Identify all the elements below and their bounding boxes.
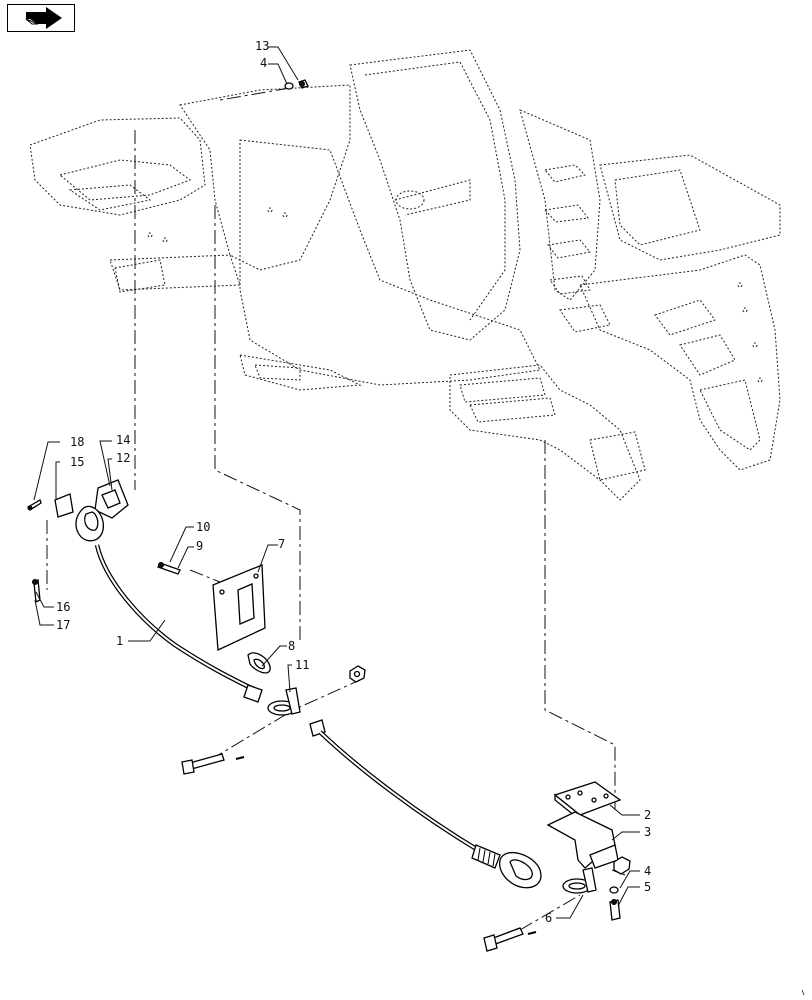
page-navigation-arrow-icon[interactable] (7, 4, 75, 32)
part-nut-upper (349, 665, 366, 683)
callout-14: 14 (116, 433, 130, 447)
part-3-bracket (546, 811, 619, 869)
callout-2: 2 (644, 808, 651, 822)
assembly-lines (46, 87, 626, 931)
callout-11: 11 (295, 658, 309, 672)
callout-15: 15 (70, 455, 84, 469)
part-nut-lower (613, 856, 631, 875)
part-8-link (247, 652, 271, 674)
callout-9: 9 (196, 539, 203, 553)
part-10-bolt (157, 562, 181, 575)
part-1-cable (75, 505, 263, 703)
tractor-chassis-outline (29, 49, 781, 501)
part-2-plate (553, 781, 622, 822)
leader-lines (33, 46, 640, 919)
callout-5: 5 (644, 880, 651, 894)
callout-7: 7 (278, 537, 285, 551)
part-12-bracket (94, 479, 129, 519)
part-6-shackle (562, 867, 597, 894)
part-bolt-left (181, 753, 245, 775)
part-18-pin (27, 499, 42, 511)
callout-4-top: 4 (260, 56, 267, 70)
part-7-plate (212, 564, 266, 651)
part-15-clamp (54, 493, 74, 518)
part-16-pin (32, 578, 41, 604)
callout-17: 17 (56, 618, 70, 632)
callout-8: 8 (288, 639, 295, 653)
callout-18: 18 (70, 435, 84, 449)
part-cable-lower (309, 719, 542, 889)
part-5-bolt (609, 886, 621, 921)
callout-1: 1 (116, 634, 123, 648)
callout-13: 13 (255, 39, 269, 53)
callout-6: 6 (545, 911, 552, 925)
callouts: 13 4 18 15 14 12 10 9 7 16 17 1 8 11 2 3… (56, 39, 651, 925)
callout-16: 16 (56, 600, 70, 614)
part-13-bolt (284, 79, 309, 90)
parts (27, 79, 631, 952)
callout-12: 12 (116, 451, 130, 465)
page-tick-mark (801, 989, 805, 996)
part-11-shackle (267, 687, 301, 716)
callout-3: 3 (644, 825, 651, 839)
part-bolt-bottom (483, 927, 537, 952)
callout-10: 10 (196, 520, 210, 534)
callout-4-bottom: 4 (644, 864, 651, 878)
